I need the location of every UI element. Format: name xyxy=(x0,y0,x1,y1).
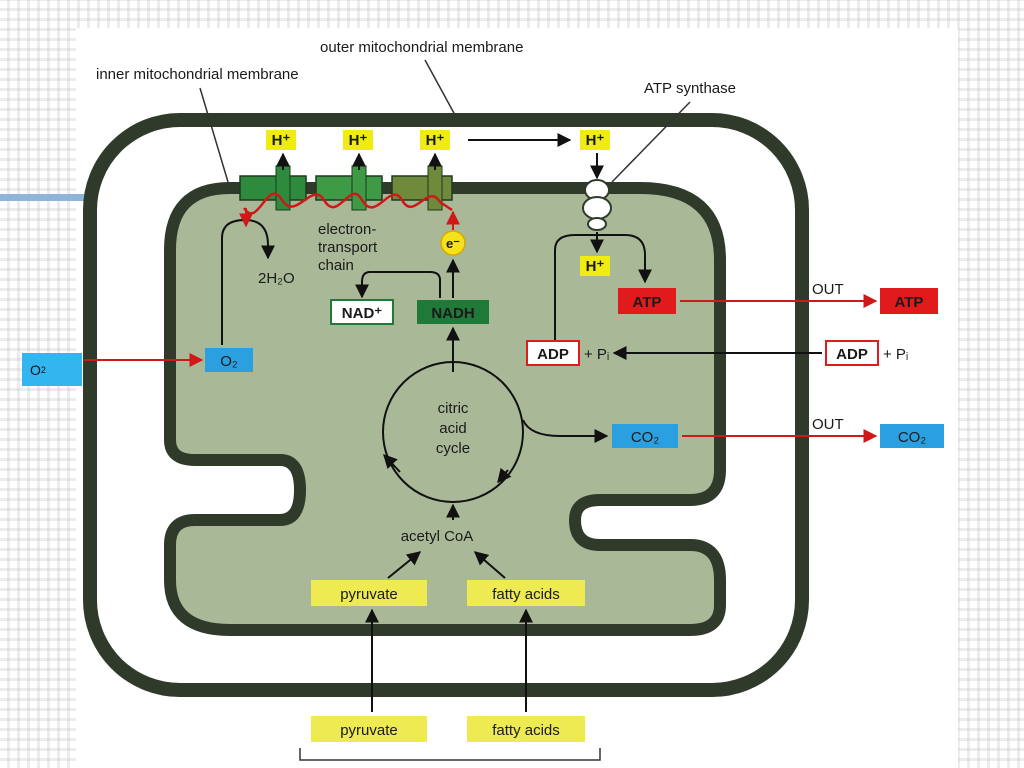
decorative-rule xyxy=(0,194,85,201)
atp-box-outer xyxy=(880,288,938,314)
cytosol-bracket xyxy=(299,748,601,761)
electron-circle xyxy=(440,230,466,256)
nad-box xyxy=(330,299,394,325)
hplus-box-4 xyxy=(580,130,610,150)
co2-out-label: OUT xyxy=(812,416,844,433)
hplus-box-2 xyxy=(343,130,373,150)
nad-label: NAD⁺ xyxy=(342,305,382,322)
fatty-acids-box-inner xyxy=(467,580,585,606)
hplus-box-1 xyxy=(266,130,296,150)
fattyacids-to-acetylcoa-arrow xyxy=(473,551,506,579)
co2-box-inner xyxy=(612,424,678,448)
nadh-label: NADH xyxy=(431,305,474,322)
fatty-acids-box-outer xyxy=(467,716,585,742)
atp-synthase-pointer xyxy=(611,101,691,183)
atp-label-outer: ATP xyxy=(895,294,924,311)
o2-box xyxy=(205,348,253,372)
atp-out-label: OUT xyxy=(812,281,844,298)
o2-callout-subscript: 2 xyxy=(40,364,46,375)
tca-label-line2: acid xyxy=(439,420,467,437)
etc-label-line1: electron- xyxy=(318,221,376,238)
hplus-label-5: H⁺ xyxy=(586,258,605,275)
pyruvate-label-inner: pyruvate xyxy=(340,586,398,603)
atp-label-inner: ATP xyxy=(633,294,662,311)
cycle-to-co2-arrow xyxy=(522,419,609,443)
acetyl-coa-label: acetyl CoA xyxy=(401,528,474,545)
inner-membrane-label: inner mitochondrial membrane xyxy=(96,66,299,83)
cycle-arrow-left xyxy=(383,453,401,473)
adp-label-outer: ADP xyxy=(836,346,868,363)
fatty-acids-label-inner: fatty acids xyxy=(492,586,560,603)
pi-label-outer: + Pᵢ xyxy=(883,346,908,363)
co2-label-inner: CO₂ xyxy=(631,429,660,446)
inner-membrane xyxy=(164,182,726,636)
fatty-acids-label-outer: fatty acids xyxy=(492,722,560,739)
cycle-arrow-right xyxy=(497,467,512,484)
o2-callout-label: O xyxy=(30,361,41,378)
hplus-box-5 xyxy=(580,256,610,276)
tca-label-line3: cycle xyxy=(436,440,470,457)
pyruvate-label-outer: pyruvate xyxy=(340,722,398,739)
inner-membrane-pointer xyxy=(199,87,229,183)
adp-box-inner xyxy=(526,340,580,366)
water-label: 2H₂O xyxy=(258,270,295,287)
hplus-label-1: H⁺ xyxy=(272,132,291,149)
citric-acid-cycle-ring xyxy=(382,361,524,503)
synthase-to-atp-arrow xyxy=(554,234,652,340)
o2-label: O₂ xyxy=(220,353,238,370)
pi-label-inner: + Pᵢ xyxy=(584,346,609,363)
atp-synthase-complex xyxy=(582,179,612,231)
nadh-to-nad-arrow xyxy=(355,271,441,299)
outer-membrane-label: outer mitochondrial membrane xyxy=(320,39,523,56)
etc-label-line3: chain xyxy=(318,257,354,274)
pyruvate-to-acetylcoa-arrow xyxy=(387,551,422,579)
co2-box-outer xyxy=(880,424,944,448)
hplus-label-4: H⁺ xyxy=(586,132,605,149)
co2-label-outer: CO₂ xyxy=(898,429,927,446)
pyruvate-box-outer xyxy=(311,716,427,742)
tca-label-line1: citric xyxy=(438,400,469,417)
adp-box-outer xyxy=(825,340,879,366)
adp-label-inner: ADP xyxy=(537,346,569,363)
pyruvate-box-inner xyxy=(311,580,427,606)
nadh-box xyxy=(417,300,489,324)
etc-label-line2: transport xyxy=(318,239,378,256)
hplus-box-3 xyxy=(420,130,450,150)
atp-synthase-label: ATP synthase xyxy=(644,80,736,97)
electron-label: e⁻ xyxy=(446,236,460,251)
etc-complexes xyxy=(239,165,453,215)
atp-box-inner xyxy=(618,288,676,314)
hplus-label-2: H⁺ xyxy=(349,132,368,149)
hplus-label-3: H⁺ xyxy=(426,132,445,149)
outer-membrane-pointer xyxy=(424,59,456,116)
